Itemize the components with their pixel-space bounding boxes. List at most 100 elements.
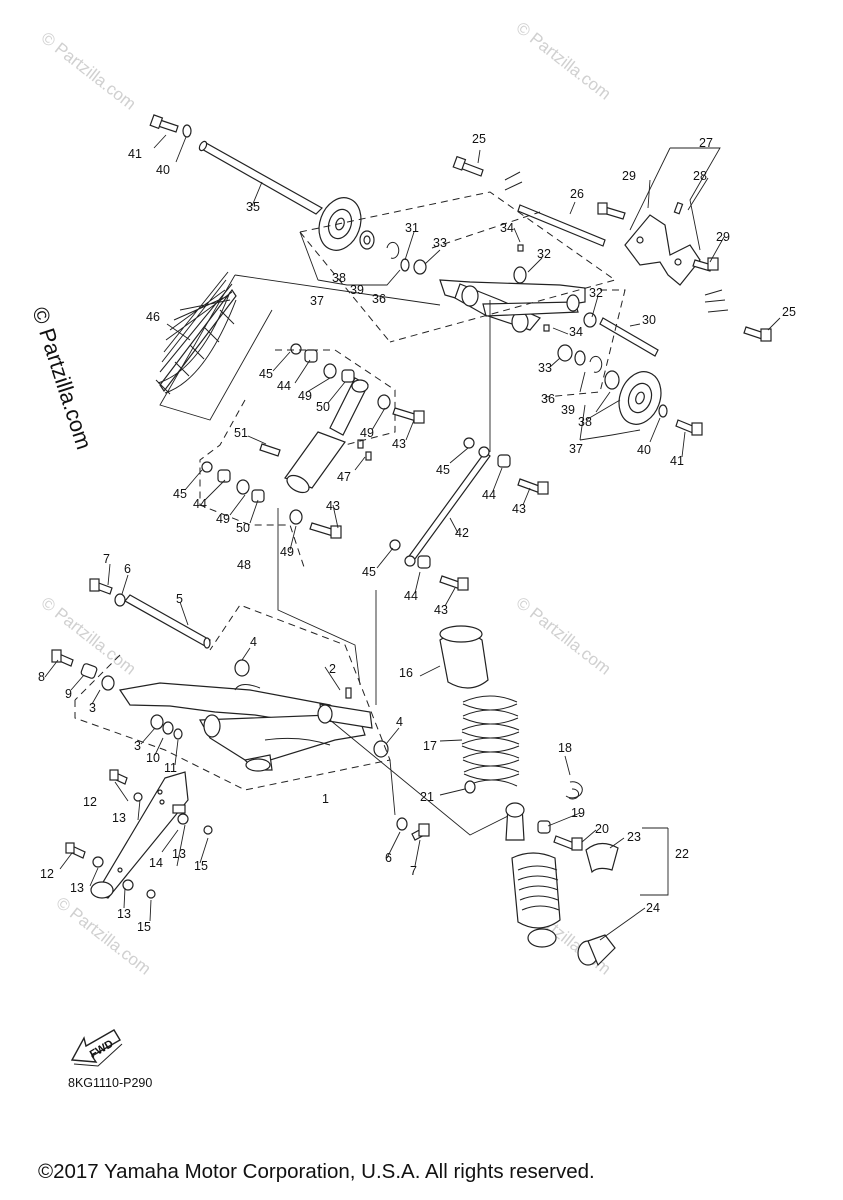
callout-6: 6 <box>385 851 392 865</box>
callout-40: 40 <box>156 163 170 177</box>
callout-12: 12 <box>40 867 54 881</box>
callout-34: 34 <box>569 325 583 339</box>
callout-49: 49 <box>298 389 312 403</box>
callout-41: 41 <box>128 147 142 161</box>
callout-49: 49 <box>216 512 230 526</box>
callout-45: 45 <box>259 367 273 381</box>
callout-32: 32 <box>589 286 603 300</box>
callout-3: 3 <box>134 739 141 753</box>
callout-45: 45 <box>173 487 187 501</box>
callout-4: 4 <box>396 715 403 729</box>
callout-10: 10 <box>146 751 160 765</box>
callout-34: 34 <box>500 221 514 235</box>
callout-39: 39 <box>350 283 364 297</box>
watermark: © Partzilla.com <box>38 28 140 114</box>
callout-4: 4 <box>250 635 257 649</box>
upper-assembly-drawing <box>149 114 772 436</box>
lower-arm-drawing <box>51 578 430 899</box>
callout-32: 32 <box>537 247 551 261</box>
callout-44: 44 <box>404 589 418 603</box>
callout-44: 44 <box>193 497 207 511</box>
callout-41: 41 <box>670 454 684 468</box>
callout-43: 43 <box>392 437 406 451</box>
callout-2: 2 <box>329 662 336 676</box>
callout-29: 29 <box>622 169 636 183</box>
callout-37: 37 <box>310 294 324 308</box>
callout-3: 3 <box>89 701 96 715</box>
callout-48: 48 <box>237 558 251 572</box>
callout-7: 7 <box>103 552 110 566</box>
callout-43: 43 <box>326 499 340 513</box>
watermark-group: © Partzilla.com © Partzilla.com © Partzi… <box>27 18 614 979</box>
callout-16: 16 <box>399 666 413 680</box>
watermark: © Partzilla.com <box>513 18 615 104</box>
callout-6: 6 <box>124 562 131 576</box>
callout-7: 7 <box>410 864 417 878</box>
callout-35: 35 <box>246 200 260 214</box>
callout-leaders <box>44 134 781 941</box>
fwd-label: FWD <box>88 1038 116 1061</box>
callout-15: 15 <box>137 920 151 934</box>
callout-28: 28 <box>693 169 707 183</box>
callout-47: 47 <box>337 470 351 484</box>
callout-13: 13 <box>70 881 84 895</box>
callout-33: 33 <box>433 236 447 250</box>
callout-18: 18 <box>558 741 572 755</box>
watermark: © Partzilla.com <box>513 593 615 679</box>
callout-29: 29 <box>716 230 730 244</box>
callout-17: 17 <box>423 739 437 753</box>
callout-44: 44 <box>277 379 291 393</box>
callout-38: 38 <box>332 271 346 285</box>
callout-19: 19 <box>571 806 585 820</box>
callout-44: 44 <box>482 488 496 502</box>
callout-25: 25 <box>472 132 486 146</box>
upper-group-outlines <box>299 147 721 441</box>
callout-37: 37 <box>569 442 583 456</box>
callout-20: 20 <box>595 822 609 836</box>
callout-42: 42 <box>455 526 469 540</box>
callout-27: 27 <box>699 136 713 150</box>
callout-23: 23 <box>627 830 641 844</box>
callout-21: 21 <box>420 790 434 804</box>
drawing-code: 8KG1110-P290 <box>68 1076 153 1090</box>
callout-25: 25 <box>782 305 796 319</box>
callout-labels: 1 2 3 3 4 4 5 6 6 7 7 8 9 10 11 12 12 13… <box>38 132 796 934</box>
callout-36: 36 <box>541 392 555 406</box>
watermark: © Partzilla.com <box>53 893 155 979</box>
callout-38: 38 <box>578 415 592 429</box>
callout-31: 31 <box>405 221 419 235</box>
lower-group-outlines <box>74 604 511 836</box>
callout-15: 15 <box>194 859 208 873</box>
callout-22: 22 <box>675 847 689 861</box>
callout-49: 49 <box>360 426 374 440</box>
callout-33: 33 <box>538 361 552 375</box>
callout-30: 30 <box>642 313 656 327</box>
callout-39: 39 <box>561 403 575 417</box>
callout-12: 12 <box>83 795 97 809</box>
callout-49: 49 <box>280 545 294 559</box>
callout-11: 11 <box>164 761 177 775</box>
copyright-text: ©2017 Yamaha Motor Corporation, U.S.A. A… <box>38 1160 595 1183</box>
link-rod-drawing <box>277 300 549 705</box>
callout-50: 50 <box>236 521 250 535</box>
callout-24: 24 <box>646 901 660 915</box>
callout-51: 51 <box>234 426 248 440</box>
fwd-arrow-icon: FWD <box>70 1029 123 1067</box>
callout-5: 5 <box>176 592 183 606</box>
callout-43: 43 <box>434 603 448 617</box>
callout-50: 50 <box>316 400 330 414</box>
callout-13: 13 <box>117 907 131 921</box>
callout-8: 8 <box>38 670 45 684</box>
callout-1: 1 <box>322 792 329 806</box>
callout-45: 45 <box>362 565 376 579</box>
callout-9: 9 <box>65 687 72 701</box>
callout-45: 45 <box>436 463 450 477</box>
callout-46: 46 <box>146 310 160 324</box>
callout-36: 36 <box>372 292 386 306</box>
rear-shock-drawing <box>439 625 619 967</box>
callout-40: 40 <box>637 443 651 457</box>
shock-group-outlines <box>159 274 441 571</box>
watermark-vertical: © Partzilla.com <box>27 304 97 453</box>
callout-13: 13 <box>172 847 186 861</box>
